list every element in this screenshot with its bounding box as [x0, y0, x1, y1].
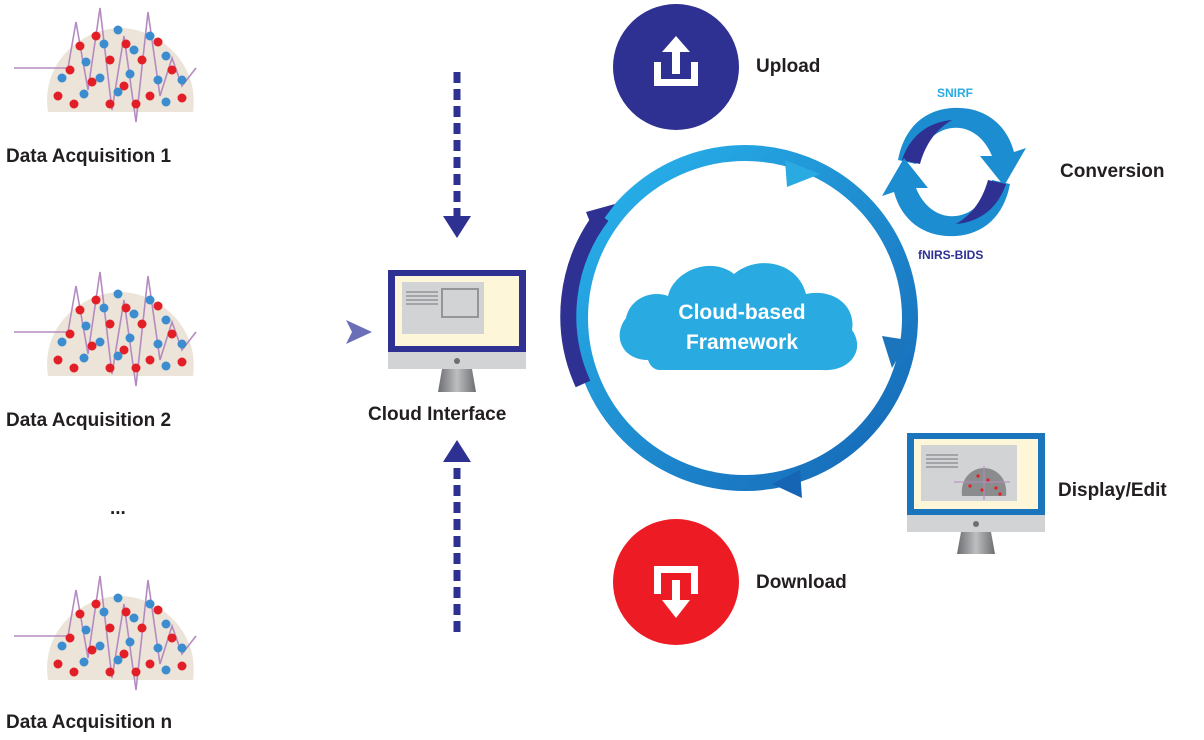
download-icon: [613, 519, 739, 645]
acquisition-cap-1: [13, 7, 197, 123]
cloud-interface-label: Cloud Interface: [368, 404, 507, 425]
cycle-arrowhead-bottom: [772, 470, 802, 498]
acquisition-label-2: Data Acquisition 2: [6, 410, 172, 431]
conversion-label: Conversion: [1060, 161, 1165, 182]
display-edit-label: Display/Edit: [1058, 480, 1167, 501]
connector-acq2: [212, 320, 372, 344]
connector-acqn: [208, 440, 471, 640]
download-label: Download: [756, 572, 847, 593]
framework-title-line1: Cloud-based: [678, 301, 806, 324]
conversion-cycle-icon: [882, 107, 1026, 237]
connector-acq1: [208, 64, 471, 238]
cloud-icon: [619, 263, 858, 371]
format-snirf: SNIRF: [937, 86, 973, 100]
acquisition-ellipsis: ...: [110, 498, 126, 519]
format-fnirs-bids: fNIRS-BIDS: [918, 248, 984, 262]
acquisition-cap-n: [13, 575, 197, 691]
upload-label: Upload: [756, 56, 821, 77]
display-edit-monitor-icon: [907, 433, 1045, 554]
framework-title: Cloud-based Framework: [628, 298, 856, 358]
cloud-interface-monitor-icon: [388, 270, 526, 392]
framework-cycle-ring: [560, 145, 918, 491]
cycle-arrowhead-left: [586, 204, 615, 232]
cycle-arrowhead-top: [785, 160, 820, 187]
acquisition-label-n: Data Acquisition n: [6, 712, 173, 733]
upload-icon: [613, 4, 739, 130]
cycle-arrowhead-right: [882, 336, 908, 368]
acquisition-label-1: Data Acquisition 1: [6, 146, 172, 167]
framework-title-line2: Framework: [685, 331, 799, 354]
acquisition-cap-2: [13, 271, 197, 387]
